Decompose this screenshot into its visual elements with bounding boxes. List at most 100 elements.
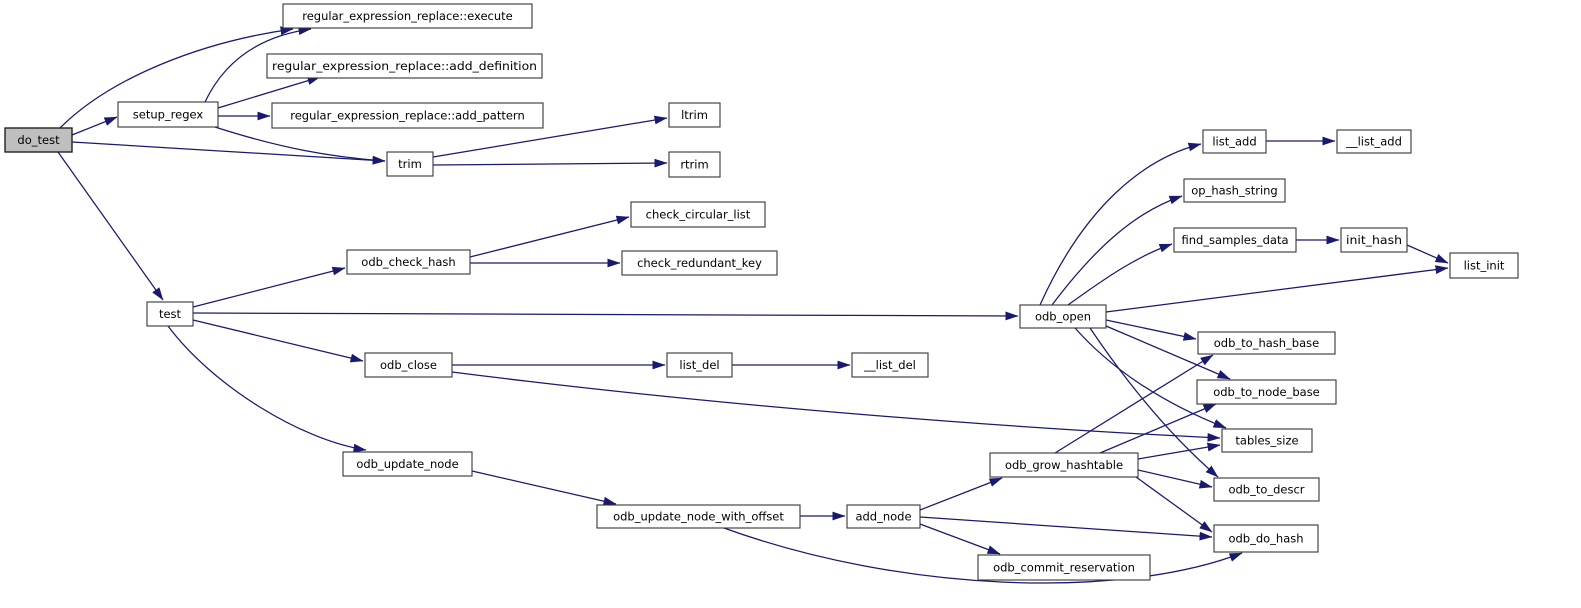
node-label-odb_close: odb_close (380, 358, 437, 372)
node-__list_del[interactable]: __list_del (851, 352, 929, 378)
node-rtrim[interactable]: rtrim (668, 151, 721, 178)
edge-trim-to-ltrim (432, 115, 668, 158)
edge-odb_open-to-list_add (1039, 142, 1202, 306)
node-box-do_test (4, 127, 73, 153)
node-box-tables_size[interactable] (1221, 428, 1313, 453)
node-odb_do_hash[interactable]: odb_do_hash (1213, 524, 1319, 553)
node-rer_add_definition[interactable]: regular_expression_replace::add_definiti… (266, 53, 543, 79)
node-trim[interactable]: trim (386, 151, 434, 177)
edge-do_test-to-trim (71, 141, 386, 165)
node-test[interactable]: test (146, 301, 194, 327)
node-check_redundant_key[interactable]: check_redundant_key (621, 250, 778, 276)
edge-do_test-to-test (57, 151, 164, 301)
node-box-rer_execute[interactable] (282, 3, 533, 29)
node-label-odb_check_hash: odb_check_hash (361, 255, 455, 269)
node-box-setup_regex[interactable] (117, 101, 219, 128)
node-check_circular_list[interactable]: check_circular_list (630, 201, 766, 228)
node-odb_check_hash[interactable]: odb_check_hash (346, 249, 471, 275)
node-label-trim: trim (398, 157, 422, 171)
node-add_node[interactable]: add_node (846, 504, 921, 529)
node-ltrim[interactable]: ltrim (668, 102, 721, 128)
edge-odb_open-to-find_samples_data (1067, 243, 1173, 306)
edge-odb_grow_hashtable-to-odb_to_node_base (1099, 403, 1217, 454)
node-box-rer_add_definition[interactable] (266, 53, 543, 79)
node-box-odb_grow_hashtable[interactable] (989, 452, 1139, 478)
node-label-__list_del: __list_del (863, 358, 916, 372)
node-label-op_hash_string: op_hash_string (1191, 184, 1277, 198)
node-box-odb_commit_reservation[interactable] (977, 554, 1151, 581)
edge-test-to-odb_close (192, 319, 364, 363)
edge-setup_regex-to-rer_add_definition (217, 76, 321, 109)
node-box-rer_add_pattern[interactable] (271, 102, 544, 129)
node-label-list_init: list_init (1464, 259, 1505, 273)
node-box-add_node[interactable] (846, 504, 921, 529)
node-box-odb_open[interactable] (1019, 304, 1107, 329)
node-box-__list_del[interactable] (851, 352, 929, 378)
edge-add_node-to-odb_do_hash (919, 516, 1213, 541)
node-init_hash[interactable]: init_hash (1340, 227, 1408, 253)
edge-odb_grow_hashtable-to-odb_do_hash (1135, 476, 1213, 533)
node-box-__list_add[interactable] (1336, 129, 1412, 154)
node-box-odb_update_node[interactable] (342, 451, 473, 477)
node-box-odb_to_hash_base[interactable] (1197, 331, 1336, 355)
node-list_add[interactable]: list_add (1202, 129, 1267, 154)
node-label-odb_to_hash_base: odb_to_hash_base (1214, 336, 1319, 350)
node-box-odb_to_node_base[interactable] (1196, 379, 1337, 405)
node-box-test[interactable] (146, 301, 194, 327)
node-list_del[interactable]: list_del (666, 352, 733, 378)
node-box-rtrim[interactable] (668, 151, 721, 178)
node-box-find_samples_data[interactable] (1173, 227, 1297, 253)
node-box-init_hash[interactable] (1340, 227, 1408, 253)
node-rer_execute[interactable]: regular_expression_replace::execute (282, 3, 533, 29)
node-odb_update_node_with_offset[interactable]: odb_update_node_with_offset (596, 504, 801, 529)
node-box-odb_check_hash[interactable] (346, 249, 471, 275)
edge-odb_close-to-tables_size (451, 371, 1221, 442)
edge-do_test-to-rer_execute (59, 26, 294, 129)
node-label-rer_add_definition: regular_expression_replace::add_definiti… (272, 59, 537, 73)
node-label-__list_add: __list_add (1345, 135, 1402, 149)
node-odb_to_descr[interactable]: odb_to_descr (1213, 477, 1320, 502)
edge-test-to-odb_check_hash (192, 266, 346, 308)
edge-odb_open-to-op_hash_string (1051, 195, 1183, 306)
edge-odb_update_node_with_offset-to-odb_do_hash (723, 527, 1243, 584)
node-box-odb_update_node_with_offset[interactable] (596, 504, 801, 529)
edge-odb_open-to-list_init (1105, 265, 1449, 313)
node-odb_commit_reservation[interactable]: odb_commit_reservation (977, 554, 1151, 581)
node-label-setup_regex: setup_regex (133, 108, 204, 122)
node-odb_update_node[interactable]: odb_update_node (342, 451, 473, 477)
node-label-odb_open: odb_open (1035, 310, 1091, 324)
node-box-trim[interactable] (386, 151, 434, 177)
node-label-ltrim: ltrim (681, 108, 708, 122)
node-box-ltrim[interactable] (668, 102, 721, 128)
node-find_samples_data[interactable]: find_samples_data (1173, 227, 1297, 253)
node-box-odb_to_descr[interactable] (1213, 477, 1320, 502)
node-odb_close[interactable]: odb_close (364, 352, 453, 378)
node-box-list_add[interactable] (1202, 129, 1267, 154)
node-box-list_del[interactable] (666, 352, 733, 378)
node-odb_grow_hashtable[interactable]: odb_grow_hashtable (989, 452, 1139, 478)
node-box-check_redundant_key[interactable] (621, 250, 778, 276)
node-rer_add_pattern[interactable]: regular_expression_replace::add_pattern (271, 102, 544, 129)
node-box-odb_do_hash[interactable] (1213, 524, 1319, 553)
node-list_init[interactable]: list_init (1449, 252, 1519, 279)
node-odb_to_node_base[interactable]: odb_to_node_base (1196, 379, 1337, 405)
node-odb_open[interactable]: odb_open (1019, 304, 1107, 329)
node-op_hash_string[interactable]: op_hash_string (1183, 178, 1286, 203)
node-odb_to_hash_base[interactable]: odb_to_hash_base (1197, 331, 1336, 355)
node-__list_add[interactable]: __list_add (1336, 129, 1412, 154)
node-box-op_hash_string[interactable] (1183, 178, 1286, 203)
node-label-odb_do_hash: odb_do_hash (1228, 532, 1303, 546)
node-label-odb_update_node_with_offset: odb_update_node_with_offset (613, 510, 784, 524)
node-label-test: test (159, 307, 182, 321)
node-tables_size[interactable]: tables_size (1221, 428, 1313, 453)
edge-test-to-odb_update_node (167, 325, 367, 453)
node-setup_regex[interactable]: setup_regex (117, 101, 219, 128)
edge-setup_regex-to-trim (214, 126, 386, 165)
node-box-odb_close[interactable] (364, 352, 453, 378)
edge-add_node-to-odb_commit_reservation (919, 523, 1001, 555)
node-label-odb_to_descr: odb_to_descr (1228, 483, 1304, 497)
edge-test-to-odb_open (192, 311, 1019, 321)
node-box-check_circular_list[interactable] (630, 201, 766, 228)
node-box-list_init[interactable] (1449, 252, 1519, 279)
node-label-init_hash: init_hash (1346, 233, 1402, 247)
